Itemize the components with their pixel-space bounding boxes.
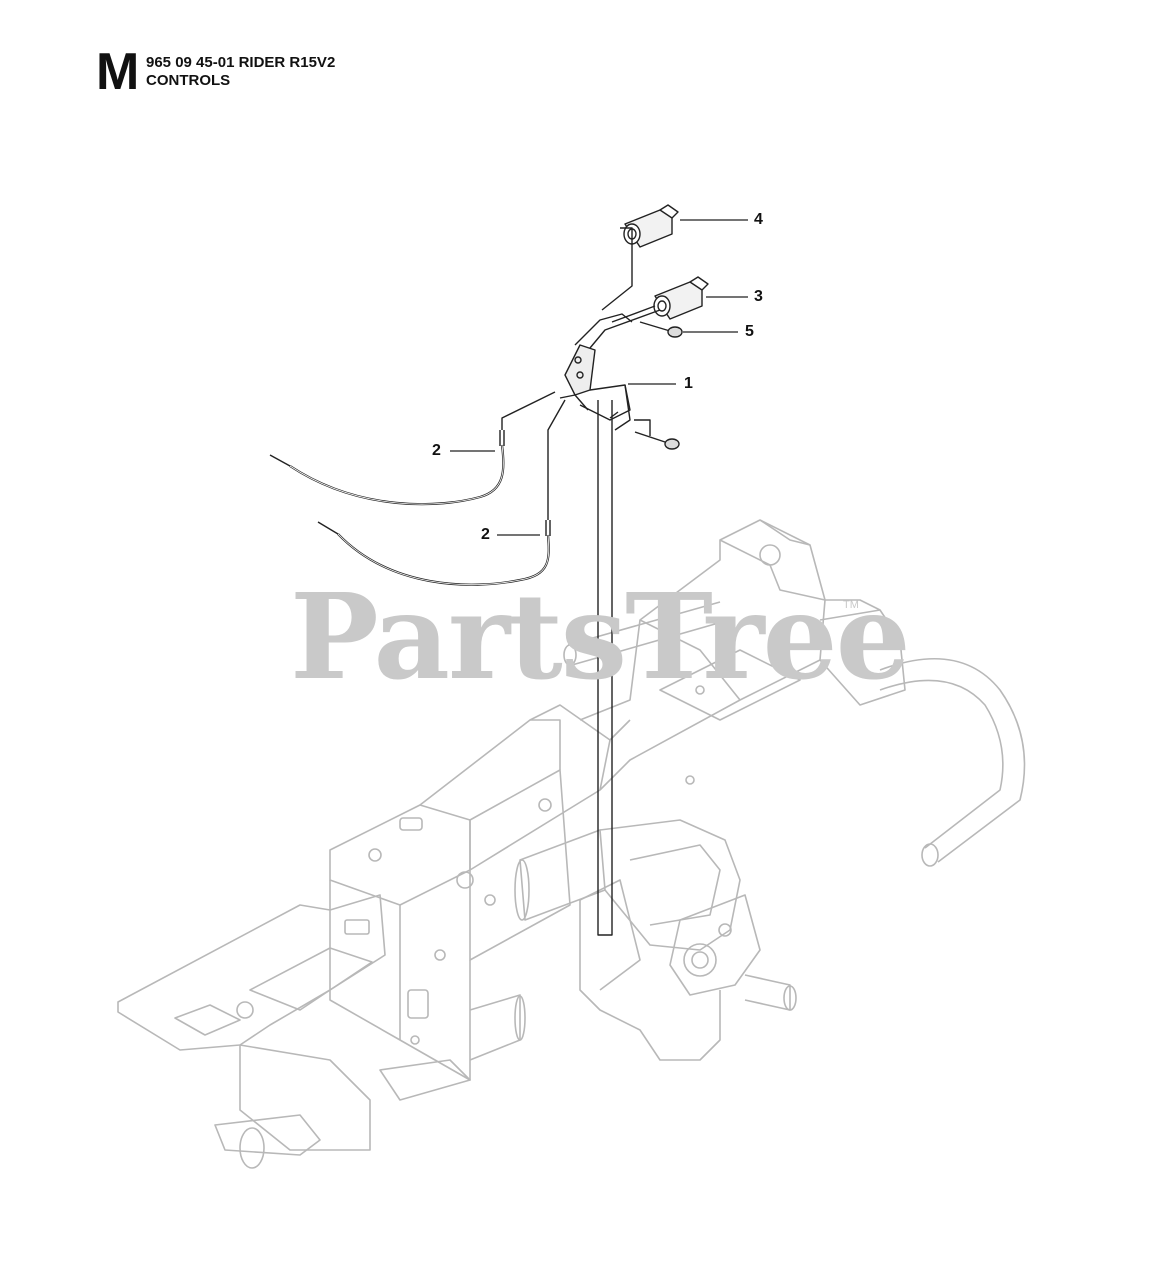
callout-4: 4 bbox=[754, 211, 763, 228]
model-line: 965 09 45-01 RIDER R15V2 bbox=[146, 54, 336, 71]
diagram-header: 965 09 45-01 RIDER R15V2 CONTROLS bbox=[146, 54, 335, 90]
watermark-logo: PartsTree bbox=[290, 567, 911, 706]
rider-frame bbox=[117, 519, 1026, 1169]
controls-assembly bbox=[269, 204, 709, 936]
watermark-trademark: TM bbox=[843, 599, 859, 611]
section-letter: M bbox=[96, 43, 140, 101]
callout-2-lower: 2 bbox=[481, 526, 490, 543]
knob-3 bbox=[653, 276, 709, 320]
cable-2-upper bbox=[269, 430, 505, 506]
callout-5: 5 bbox=[745, 323, 754, 340]
callout-3: 3 bbox=[754, 288, 763, 305]
cable-2-lower bbox=[317, 520, 551, 586]
callout-2-upper: 2 bbox=[432, 442, 441, 459]
callout-leaders bbox=[450, 219, 748, 536]
screws-5 bbox=[634, 321, 683, 450]
section-name: CONTROLS bbox=[146, 72, 231, 89]
lever-bracket-1 bbox=[559, 309, 661, 431]
callout-1: 1 bbox=[684, 375, 693, 392]
